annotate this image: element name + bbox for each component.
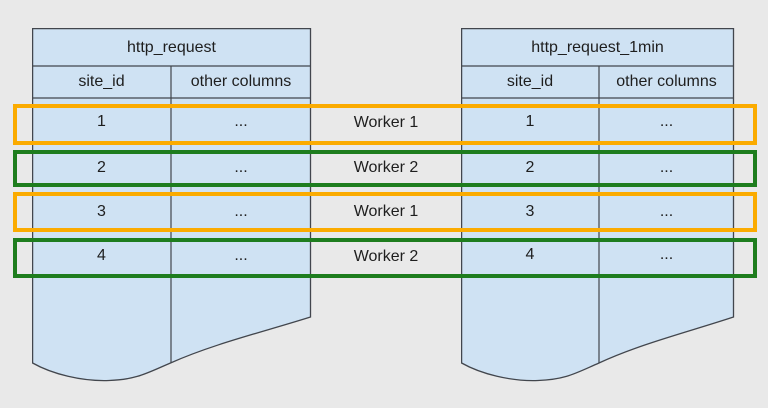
right-table-title: http_request_1min [531,39,664,56]
right-cell-row1-other: ... [659,113,674,130]
right-cell-row1-site-id: 1 [525,113,535,130]
left-cell-row2-other: ... [234,159,248,176]
left-column-header-other: other columns [190,73,292,90]
worker-label-row4: Worker 2 [353,248,419,265]
right-column-header-site-id: site_id [506,73,554,90]
left-cell-row3-other: ... [234,203,248,220]
right-cell-row4-other: ... [659,246,674,263]
left-cell-row1-site-id: 1 [97,113,106,130]
right-table-outline [461,28,735,382]
worker1-highlight-row3 [13,192,757,232]
right-cell-row3-other: ... [659,203,674,220]
right-cell-row2-site-id: 2 [525,159,535,176]
right-cell-row2-other: ... [659,159,674,176]
left-cell-row3-site-id: 3 [97,203,106,220]
left-table-shape [32,28,312,382]
worker-label-row2: Worker 2 [353,159,419,176]
worker2-highlight-row2 [13,150,757,187]
left-cell-row4-other: ... [234,247,248,264]
right-cell-row4-site-id: 4 [525,246,535,263]
worker2-highlight-row4 [13,238,757,278]
worker1-highlight-row1 [13,104,757,145]
right-column-header-other: other columns [616,73,717,90]
left-table-title: http_request [127,39,216,56]
left-cell-row2-site-id: 2 [97,159,106,176]
left-cell-row4-site-id: 4 [97,247,106,264]
worker-label-row1: Worker 1 [353,114,419,131]
left-cell-row1-other: ... [234,113,248,130]
right-cell-row3-site-id: 3 [525,203,535,220]
right-table-shape [461,28,735,382]
left-column-header-site-id: site_id [78,73,125,90]
worker-label-row3: Worker 1 [353,203,419,220]
